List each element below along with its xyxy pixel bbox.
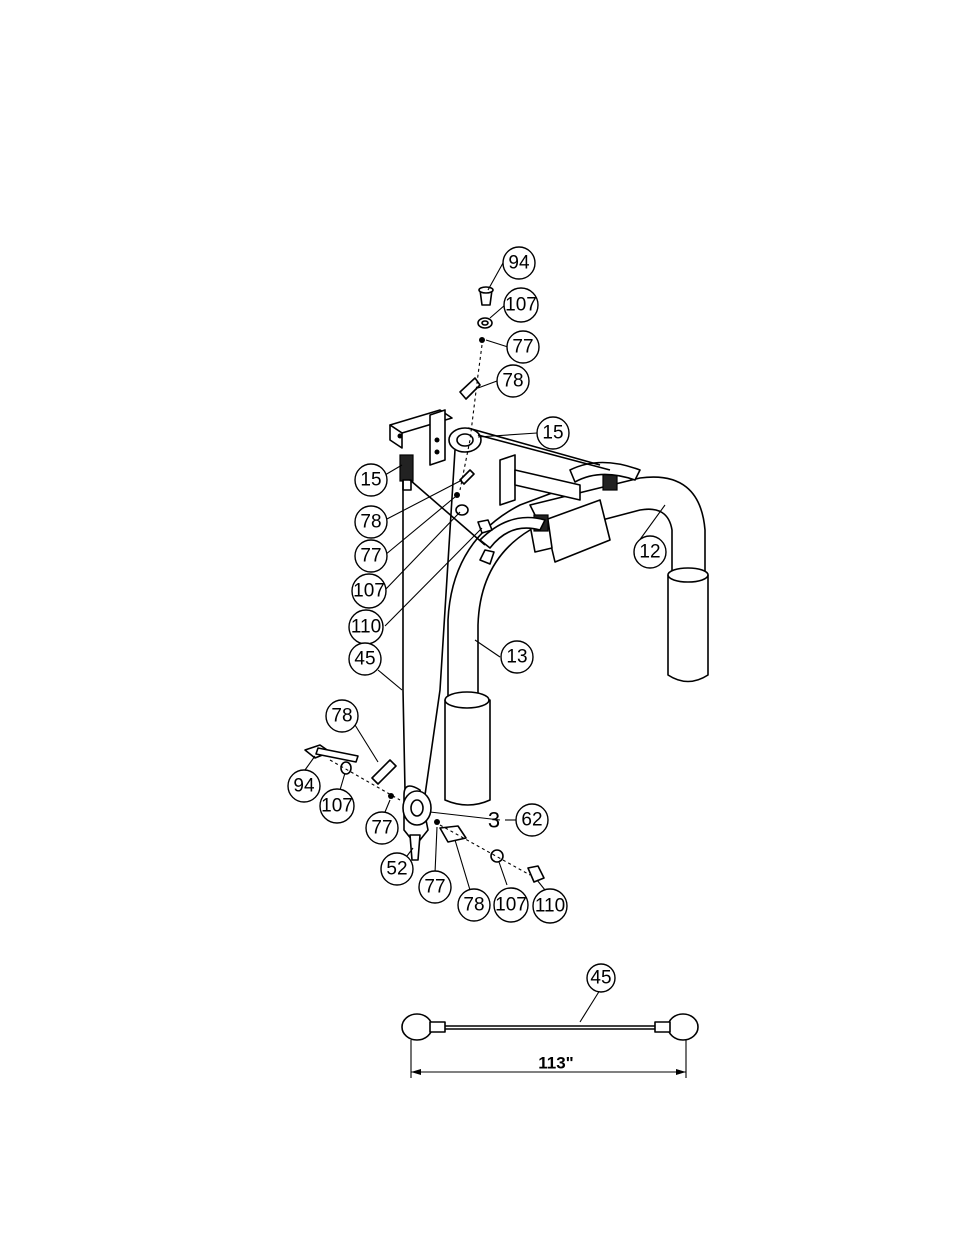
svg-text:107: 107 <box>321 796 353 817</box>
svg-text:78: 78 <box>502 371 523 392</box>
svg-text:77: 77 <box>424 877 445 898</box>
callout-78-top: 78 <box>497 365 529 397</box>
callout-15-right: 15 <box>537 417 569 449</box>
svg-text:78: 78 <box>331 706 352 727</box>
callout-78-left: 78 <box>355 506 387 538</box>
svg-text:52: 52 <box>386 859 407 880</box>
svg-text:77: 77 <box>371 818 392 839</box>
callout-110-left: 110 <box>349 610 383 644</box>
svg-text:107: 107 <box>353 581 385 602</box>
callout-110-bottom: 110 <box>533 889 567 923</box>
svg-text:107: 107 <box>495 895 527 916</box>
svg-text:62: 62 <box>521 810 542 831</box>
svg-text:3: 3 <box>488 808 500 833</box>
callout-78-bottom: 78 <box>458 889 490 921</box>
callout-77-bottom: 77 <box>419 871 451 903</box>
svg-text:77: 77 <box>360 546 381 567</box>
callout-107-top: 107 <box>504 288 538 322</box>
svg-text:45: 45 <box>354 649 375 670</box>
svg-text:45: 45 <box>590 968 611 989</box>
svg-text:77: 77 <box>512 337 533 358</box>
callout-77-low: 77 <box>366 812 398 844</box>
callout-77-top: 77 <box>507 331 539 363</box>
lower-pulley-assembly <box>403 786 431 860</box>
callout-107-bottom: 107 <box>494 888 528 922</box>
svg-text:94: 94 <box>293 776 315 797</box>
svg-text:110: 110 <box>351 617 381 638</box>
callout-107-left: 107 <box>352 574 386 608</box>
svg-text:78: 78 <box>360 512 381 533</box>
svg-text:110: 110 <box>535 896 565 917</box>
svg-text:107: 107 <box>505 295 537 316</box>
callout-45-cable: 45 <box>587 964 615 992</box>
cable-45-detail <box>402 1014 698 1040</box>
callout-13: 13 <box>501 641 533 673</box>
callout-52: 52 <box>381 853 413 885</box>
pulley-15-left <box>400 455 413 490</box>
svg-text:12: 12 <box>639 542 660 563</box>
callout-107-low: 107 <box>320 789 354 823</box>
pulley-15-upper <box>449 428 481 452</box>
svg-text:15: 15 <box>542 423 563 444</box>
callout-78-low: 78 <box>326 700 358 732</box>
callout-3: 3 <box>488 808 516 833</box>
top-hardware-stack <box>460 287 493 490</box>
dimension-line: 113" <box>411 1040 686 1078</box>
callout-77-left: 77 <box>355 540 387 572</box>
callout-12: 12 <box>634 536 666 568</box>
tube-12 <box>530 477 708 681</box>
svg-text:78: 78 <box>463 895 484 916</box>
top-pulley-bracket <box>390 410 452 465</box>
callout-62: 62 <box>516 804 548 836</box>
callout-45-main: 45 <box>349 643 381 675</box>
svg-text:94: 94 <box>508 253 530 274</box>
callout-15-left: 15 <box>355 464 387 496</box>
dimension-label: 113" <box>538 1054 574 1073</box>
svg-text:13: 13 <box>506 647 527 668</box>
svg-text:15: 15 <box>360 470 381 491</box>
callout-94-low: 94 <box>288 770 320 802</box>
callout-94-top: 94 <box>503 247 535 279</box>
